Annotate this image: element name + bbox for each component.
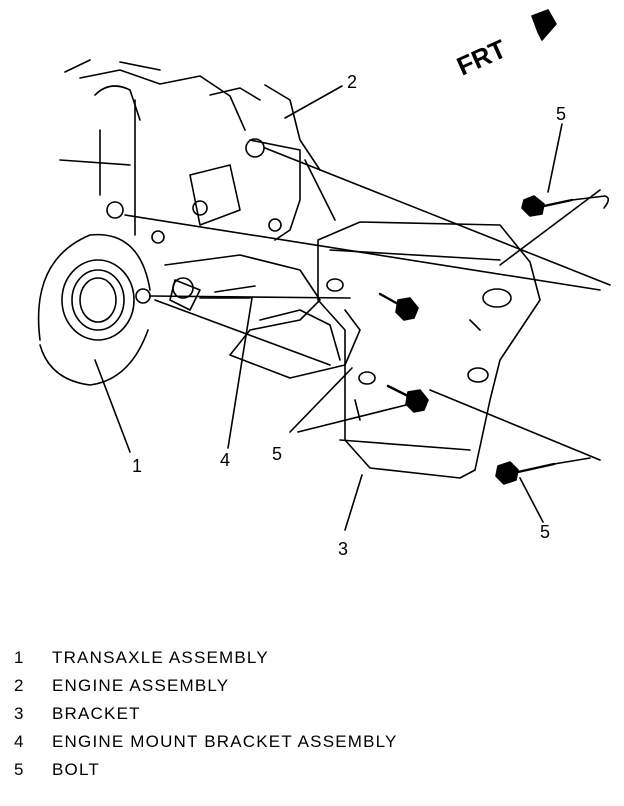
legend-label: TRANSAXLE ASSEMBLY xyxy=(52,648,269,667)
callout-transaxle-assembly: 1 xyxy=(132,456,142,476)
legend-number: 4 xyxy=(14,732,24,751)
callout-bracket: 3 xyxy=(338,539,348,559)
callout-bolts-center: 5 xyxy=(272,444,282,464)
alignment-lines xyxy=(124,147,611,461)
callout-bolt-top-right: 5 xyxy=(556,104,566,124)
front-label: FRT xyxy=(452,33,510,81)
legend-item: 2 ENGINE ASSEMBLY xyxy=(14,676,614,704)
legend-number: 5 xyxy=(14,760,24,779)
parts-legend: 1 TRANSAXLE ASSEMBLY 2 ENGINE ASSEMBLY 3… xyxy=(14,648,614,788)
legend-item: 1 TRANSAXLE ASSEMBLY xyxy=(14,648,614,676)
exploded-view-diagram: FRT 2 5 1 4 5 3 5 xyxy=(37,9,611,559)
bolt-center-upper xyxy=(378,292,419,321)
bolt-center-lower xyxy=(386,384,429,413)
callout-bolt-bottom-right: 5 xyxy=(540,522,550,542)
legend-number: 3 xyxy=(14,704,24,723)
legend-label: BOLT xyxy=(52,760,100,779)
legend-number: 2 xyxy=(14,676,24,695)
legend-item: 5 BOLT xyxy=(14,760,614,788)
legend-number: 1 xyxy=(14,648,24,667)
legend-label: BRACKET xyxy=(52,704,141,723)
callout-engine-assembly: 2 xyxy=(347,72,357,92)
engine-mount-bracket-assembly xyxy=(164,254,361,379)
bolt-top-right xyxy=(521,195,610,217)
legend-item: 3 BRACKET xyxy=(14,704,614,732)
callout-engine-mount-bracket: 4 xyxy=(220,450,230,470)
bolt-bottom-right xyxy=(495,457,591,485)
leader-lines xyxy=(94,85,563,531)
transaxle-assembly xyxy=(37,201,165,386)
legend-item: 4 ENGINE MOUNT BRACKET ASSEMBLY xyxy=(14,732,614,760)
engine-assembly xyxy=(59,59,336,241)
legend-label: ENGINE ASSEMBLY xyxy=(52,676,230,695)
front-direction-arrow xyxy=(531,9,557,41)
legend-label: ENGINE MOUNT BRACKET ASSEMBLY xyxy=(52,732,398,751)
